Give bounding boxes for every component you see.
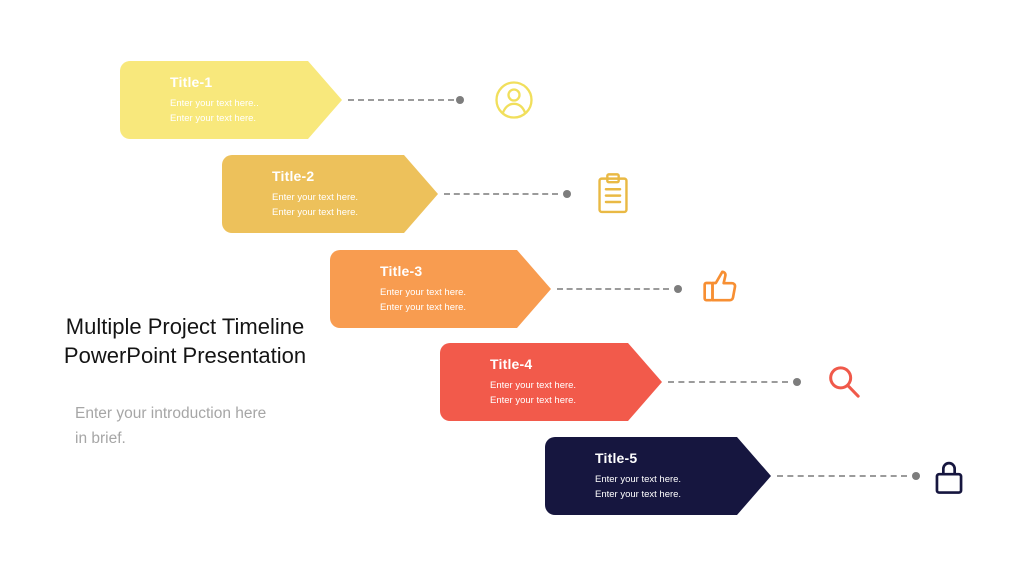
timeline-text-1b: Enter your text here. [170, 112, 257, 124]
timeline-text-4b: Enter your text here. [490, 394, 577, 406]
timeline-banner-1: Title-1 Enter your text here.. Enter you… [120, 61, 342, 139]
slide-title: Multiple Project Timeline PowerPoint Pre… [50, 312, 320, 370]
timeline-text-4a: Enter your text here. [490, 380, 577, 392]
timeline-banner-3: Title-3 Enter your text here. Enter your… [330, 250, 551, 328]
slide-intro-line1: Enter your introduction here [75, 405, 267, 422]
timeline-text-3b: Enter your text here. [380, 301, 467, 313]
clipboard-icon [596, 171, 630, 216]
connector-dot-2 [563, 190, 571, 198]
slide-intro-text: Enter your introduction here in brief. [75, 401, 305, 451]
timeline-text-2a: Enter your text here. [272, 192, 359, 204]
connector-line-1 [348, 99, 454, 101]
connector-dot-4 [793, 378, 801, 386]
timeline-title-2: Title-2 [272, 168, 315, 185]
timeline-title-5: Title-5 [595, 450, 638, 467]
timeline-text-3a: Enter your text here. [380, 287, 467, 299]
connector-dot-5 [912, 472, 920, 480]
lock-icon [932, 456, 966, 498]
timeline-banner-5: Title-5 Enter your text here. Enter your… [545, 437, 771, 515]
thumbs-up-icon [700, 266, 740, 306]
connector-dot-1 [456, 96, 464, 104]
timeline-banner-4: Title-4 Enter your text here. Enter your… [440, 343, 662, 421]
connector-line-4 [668, 381, 788, 383]
timeline-text-5a: Enter your text here. [595, 474, 682, 486]
search-icon [824, 362, 864, 402]
connector-dot-3 [674, 285, 682, 293]
timeline-text-1a: Enter your text here.. [170, 98, 259, 110]
slide-title-line1: Multiple Project Timeline [65, 314, 305, 339]
timeline-title-1: Title-1 [170, 74, 213, 91]
user-icon [494, 80, 534, 120]
connector-line-3 [557, 288, 669, 290]
connector-line-2 [444, 193, 558, 195]
timeline-text-5b: Enter your text here. [595, 488, 682, 500]
timeline-text-2b: Enter your text here. [272, 206, 359, 218]
connector-line-5 [777, 475, 907, 477]
timeline-title-4: Title-4 [490, 356, 533, 373]
timeline-title-3: Title-3 [380, 263, 423, 280]
slide-title-line2: PowerPoint Presentation [63, 343, 307, 368]
slide-intro-line2: in brief. [75, 430, 126, 447]
timeline-banner-2: Title-2 Enter your text here. Enter your… [222, 155, 438, 233]
